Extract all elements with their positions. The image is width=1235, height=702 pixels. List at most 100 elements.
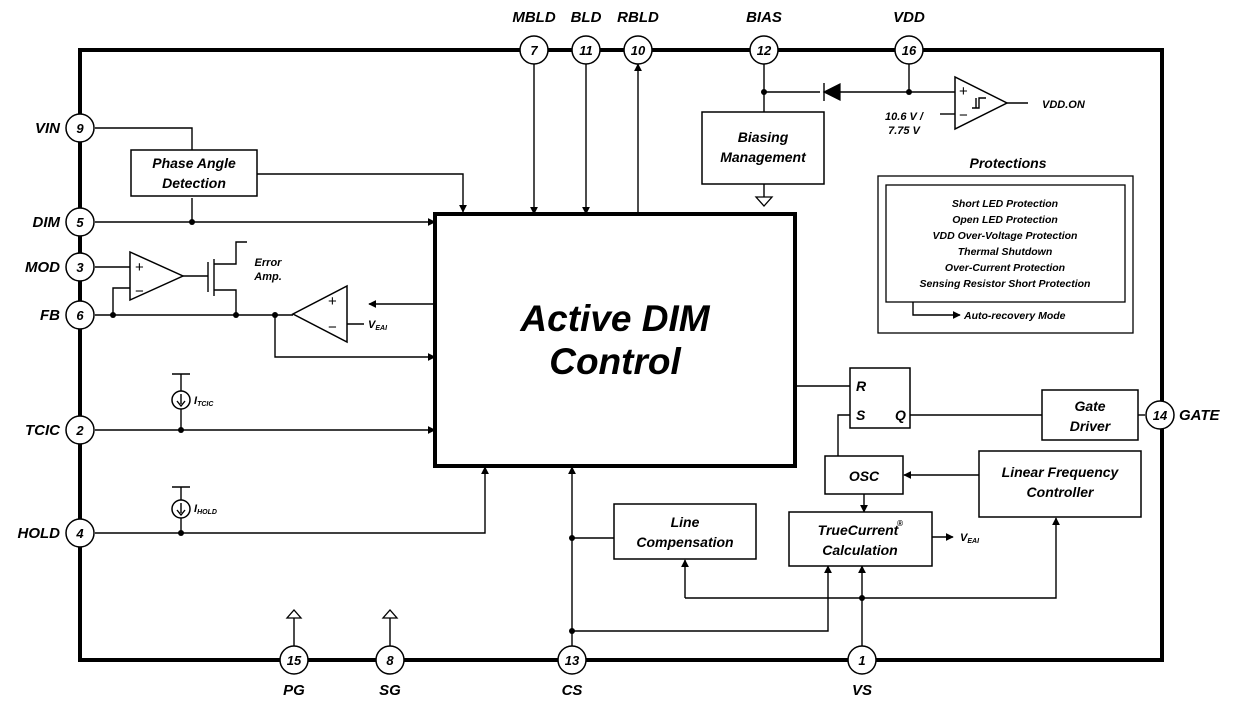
diode-icon xyxy=(822,83,841,101)
pin-name: CS xyxy=(562,682,583,699)
minus-sign: − xyxy=(328,319,337,336)
pin-vin: 9 VIN xyxy=(35,113,95,143)
pin-gate: 14 GATE xyxy=(1145,400,1221,430)
registered-mark: ® xyxy=(897,519,903,528)
pin-number: 6 xyxy=(76,308,84,323)
vdd-on-label: VDD.ON xyxy=(1042,99,1086,111)
junction-dots xyxy=(110,89,912,634)
pin-number: 3 xyxy=(76,260,84,275)
biasing-line1: Biasing xyxy=(738,129,789,145)
minus-sign: − xyxy=(135,283,144,300)
current-source-icon xyxy=(171,390,191,410)
error-amp-label-line1: Error xyxy=(255,257,283,269)
pin-name: MBLD xyxy=(512,9,555,26)
pin-name: VDD xyxy=(893,9,925,26)
pin-fb: 6 FB xyxy=(40,300,95,330)
pin-name: VS xyxy=(852,682,872,699)
gate-driver-block: Gate Driver xyxy=(1041,389,1139,441)
itcic-label: ITCIC xyxy=(194,395,214,408)
pin-name: RBLD xyxy=(617,9,659,26)
pin-hold: 4 HOLD xyxy=(18,518,95,548)
protection-item: VDD Over-Voltage Protection xyxy=(933,230,1078,242)
protection-item: Short LED Protection xyxy=(952,198,1058,210)
sr-latch: R S Q xyxy=(849,367,911,429)
auto-recovery-label: Auto-recovery Mode xyxy=(963,310,1066,322)
pin-name: BLD xyxy=(571,9,602,26)
gate-driver-line1: Gate xyxy=(1074,398,1105,414)
ground-icon xyxy=(381,609,399,619)
line-comp-line2: Compensation xyxy=(636,534,733,550)
pin-bias: 12 BIAS xyxy=(746,9,782,65)
pin-name: SG xyxy=(379,682,401,699)
threshold-line1: 10.6 V / xyxy=(885,111,925,123)
protection-item: Thermal Shutdown xyxy=(958,246,1053,258)
ground-symbols xyxy=(285,196,774,619)
linear-frequency-block: Linear Frequency Controller xyxy=(978,450,1142,518)
pin-number: 10 xyxy=(631,43,646,58)
pin-name: DIM xyxy=(33,214,61,231)
latch-s: S xyxy=(856,407,866,423)
pin-mod: 3 MOD xyxy=(25,252,95,282)
osc-label: OSC xyxy=(849,468,880,484)
linear-freq-line2: Controller xyxy=(1027,484,1095,500)
pin-number: 9 xyxy=(76,121,84,136)
pin-rbld: 10 RBLD xyxy=(617,9,659,65)
protections-title: Protections xyxy=(969,155,1046,171)
threshold-line2: 7.75 V xyxy=(888,125,921,137)
pin-number: 13 xyxy=(565,653,580,668)
protection-item: Open LED Protection xyxy=(952,214,1058,226)
pin-dim: 5 DIM xyxy=(33,207,95,237)
pin-name: FB xyxy=(40,307,60,324)
pin-number: 7 xyxy=(530,43,538,58)
ihold-label: IHOLD xyxy=(194,503,217,516)
veai-label: VEAI xyxy=(368,319,388,332)
truecurrent-line1: TrueCurrent xyxy=(818,522,900,538)
pin-number: 8 xyxy=(386,653,394,668)
pin-number: 4 xyxy=(75,526,84,541)
latch-q: Q xyxy=(895,407,906,423)
line-compensation-block: Line Compensation xyxy=(613,503,757,560)
pin-name: HOLD xyxy=(18,525,61,542)
pin-number: 12 xyxy=(757,43,772,58)
osc-block: OSC xyxy=(824,455,904,495)
pin-name: GATE xyxy=(1179,407,1221,424)
active-dim-line2: Control xyxy=(549,341,681,382)
linear-freq-line1: Linear Frequency xyxy=(1002,464,1120,480)
active-dim-block: Active DIM Control xyxy=(433,212,797,468)
veai-output-label: VEAI xyxy=(960,532,980,545)
latch-r: R xyxy=(856,378,867,394)
phase-angle-line1: Phase Angle xyxy=(152,155,236,171)
pin-name: BIAS xyxy=(746,9,782,26)
pin-pg: 15 PG xyxy=(279,645,309,699)
plus-sign: + xyxy=(959,83,968,100)
pin-number: 15 xyxy=(287,653,302,668)
mod-comparator: + − xyxy=(129,250,185,302)
phase-angle-line2: Detection xyxy=(162,175,226,191)
pin-number: 16 xyxy=(902,43,917,58)
pin-number: 11 xyxy=(579,43,593,58)
line-comp-line1: Line xyxy=(671,514,700,530)
wires xyxy=(95,62,1145,648)
pin-name: PG xyxy=(283,682,305,699)
ground-icon xyxy=(754,196,774,207)
current-source-icon xyxy=(171,499,191,519)
pin-name: MOD xyxy=(25,259,60,276)
protections-panel: Protections Short LED Protection Open LE… xyxy=(877,155,1134,334)
truecurrent-line2: Calculation xyxy=(822,542,897,558)
active-dim-line1: Active DIM xyxy=(519,298,710,339)
pin-sg: 8 SG xyxy=(375,645,405,699)
gate-driver-line2: Driver xyxy=(1070,418,1112,434)
pin-number: 2 xyxy=(75,423,84,438)
pin-tcic: 2 TCIC xyxy=(25,415,95,445)
pin-mbld: 7 MBLD xyxy=(512,9,556,65)
pin-vdd: 16 VDD xyxy=(893,9,925,65)
pin-vs: 1 VS xyxy=(847,645,877,699)
pin-number: 5 xyxy=(76,215,84,230)
ground-icon xyxy=(285,609,303,619)
chip-outline xyxy=(78,48,1164,662)
protection-item: Sensing Resistor Short Protection xyxy=(920,278,1091,290)
pin-bld: 11 BLD xyxy=(571,9,602,65)
error-amp: + − xyxy=(291,284,348,344)
truecurrent-block: TrueCurrent ® Calculation xyxy=(788,511,933,567)
